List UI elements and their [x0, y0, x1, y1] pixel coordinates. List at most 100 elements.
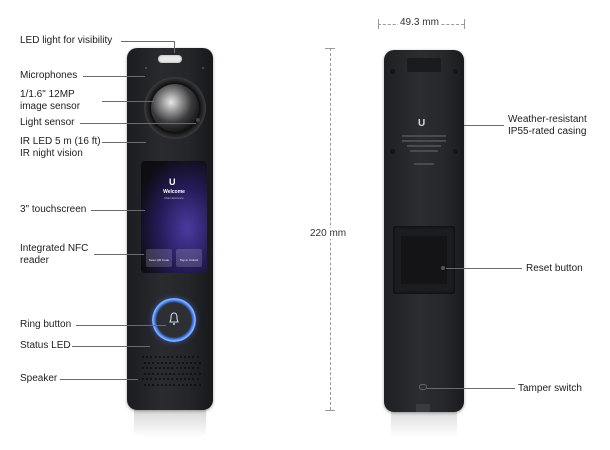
speaker-hole: [167, 356, 170, 358]
speaker-hole: [181, 361, 184, 364]
back-label-text: [410, 150, 438, 152]
speaker-hole: [194, 361, 197, 364]
label-light-sensor: Light sensor: [20, 117, 75, 128]
speaker-hole: [150, 378, 153, 380]
screen-scan-button: Scan QR Code: [146, 249, 172, 267]
microphone-left: [145, 67, 147, 69]
speaker-hole: [177, 372, 180, 375]
speaker-hole: [165, 372, 167, 375]
speaker-hole: [152, 383, 155, 386]
speaker-hole: [154, 367, 157, 369]
label-ring-button: Ring button: [20, 319, 72, 330]
speaker-hole: [154, 356, 157, 358]
back-device-reflection: [391, 412, 457, 438]
back-label-text: [402, 135, 446, 137]
label-nfc-2: reader: [20, 255, 49, 266]
speaker-hole: [148, 361, 151, 364]
speaker-hole: [173, 361, 176, 364]
speaker-hole: [163, 367, 165, 369]
label-led: LED light for visibility: [20, 35, 113, 46]
screen-wallpaper: [141, 161, 207, 273]
speaker-hole: [158, 356, 161, 358]
screen-welcome-subtitle: Main Entrance: [164, 196, 184, 200]
camera-lens-icon: [151, 84, 199, 132]
speaker-hole: [165, 361, 167, 364]
speaker-hole: [179, 378, 182, 380]
speaker-hole: [188, 367, 191, 369]
dim-tick: [325, 48, 335, 49]
speaker-hole: [144, 383, 146, 386]
speaker-hole: [152, 372, 155, 375]
speaker-hole: [190, 383, 193, 386]
leader-line: [83, 76, 145, 77]
speaker-hole: [184, 356, 186, 358]
height-dimension: 220 mm: [308, 228, 349, 239]
leader-line: [427, 388, 515, 389]
speaker-hole: [142, 356, 144, 358]
label-ir-led-2: IR night vision: [20, 148, 83, 159]
speaker-hole: [192, 356, 195, 358]
back-label-text: [402, 140, 446, 142]
speaker-hole: [196, 367, 199, 369]
screw: [389, 148, 396, 155]
speaker-hole: [188, 356, 191, 358]
speaker-hole: [160, 383, 163, 386]
speaker-hole: [194, 383, 197, 386]
speaker-hole: [158, 378, 161, 380]
speaker-hole: [152, 361, 155, 364]
speaker-hole: [175, 367, 178, 369]
speaker-hole: [144, 372, 146, 375]
leader-line: [121, 41, 174, 42]
leader-line: [102, 142, 146, 143]
speaker-hole: [146, 367, 149, 369]
speaker-hole: [173, 372, 176, 375]
speaker-hole: [179, 356, 182, 358]
back-label-text: [407, 145, 441, 147]
speaker-hole: [186, 383, 188, 386]
speaker-hole: [175, 356, 178, 358]
screw: [452, 68, 459, 75]
speaker-hole: [181, 372, 184, 375]
speaker-hole: [163, 356, 165, 358]
leader-line: [72, 346, 150, 347]
label-weather-2: IP55-rated casing: [508, 126, 587, 137]
speaker-hole: [158, 367, 161, 369]
speaker-hole: [167, 378, 170, 380]
leader-line: [76, 325, 166, 326]
speaker-hole: [146, 378, 149, 380]
speaker-hole: [194, 372, 197, 375]
speaker-hole: [184, 378, 186, 380]
speaker-hole: [144, 361, 146, 364]
speaker-hole: [160, 372, 163, 375]
leader-line: [60, 379, 138, 380]
speaker-hole: [179, 367, 182, 369]
speaker-hole: [198, 361, 201, 364]
speaker-hole: [148, 372, 151, 375]
label-tamper-switch: Tamper switch: [518, 383, 582, 394]
label-nfc-1: Integrated NFC: [20, 243, 89, 254]
speaker-hole: [146, 356, 149, 358]
speaker-hole: [190, 372, 193, 375]
label-status-led: Status LED: [20, 340, 71, 351]
leader-line: [446, 268, 522, 269]
top-recess: [407, 58, 441, 72]
speaker-hole: [171, 356, 174, 358]
leader-line: [80, 123, 196, 124]
speaker-hole: [163, 378, 165, 380]
led-light: [158, 55, 182, 63]
speaker-hole: [196, 378, 199, 380]
label-image-sensor-1: 1/1.6" 12MP: [20, 89, 75, 100]
speaker-hole: [186, 372, 188, 375]
label-speaker: Speaker: [20, 373, 58, 384]
label-microphones: Microphones: [20, 70, 78, 81]
ubiquiti-logo-icon: U: [169, 177, 176, 187]
bottom-clip: [416, 404, 430, 412]
speaker-hole: [186, 361, 188, 364]
mounting-bracket-cavity: [401, 236, 447, 284]
speaker-hole: [177, 361, 180, 364]
leader-line: [464, 125, 504, 126]
speaker-hole: [198, 372, 201, 375]
label-touchscreen: 3" touchscreen: [20, 204, 87, 215]
speaker-hole: [156, 372, 159, 375]
width-dimension: 49.3 mm: [398, 17, 441, 28]
